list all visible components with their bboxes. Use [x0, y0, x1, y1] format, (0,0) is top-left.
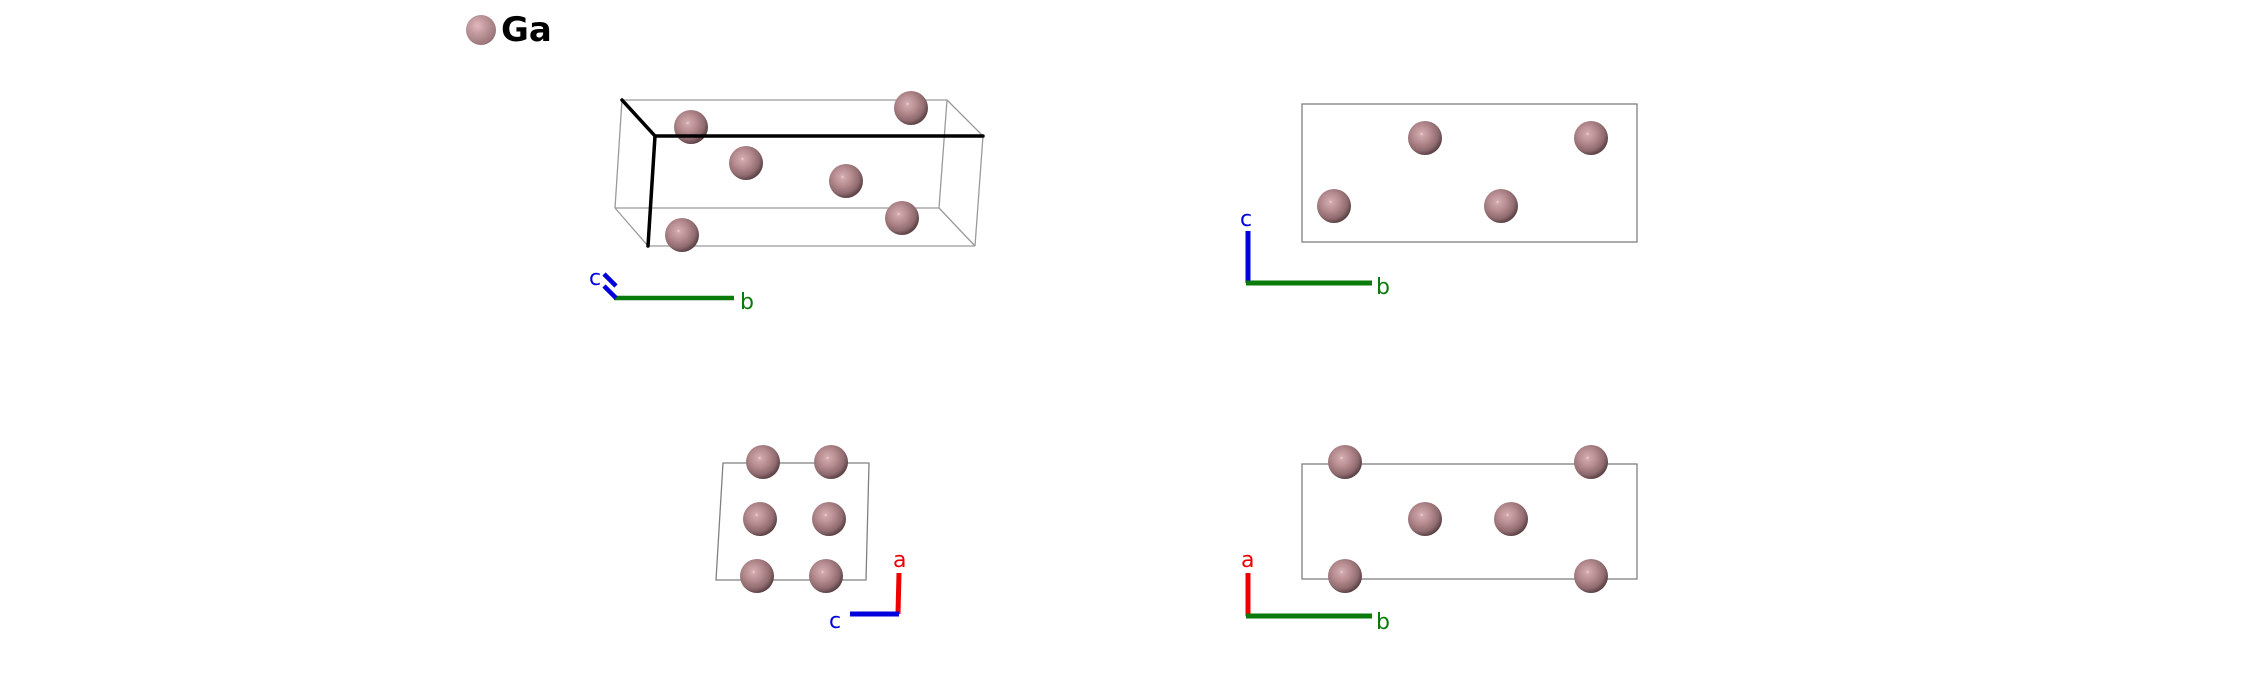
- ga-atom: [1408, 121, 1442, 155]
- ga-atom: [740, 559, 774, 593]
- legend-label-ga: Ga: [501, 10, 552, 50]
- unit-cell-outline: [1301, 103, 1638, 243]
- highlighted-cell-edges: [620, 98, 985, 248]
- axis-indicator: c b: [589, 266, 754, 315]
- cell-edge-highlight-a: [620, 98, 657, 138]
- ga-atom: [1484, 189, 1518, 223]
- ga-atom: [674, 110, 708, 144]
- legend: Ga: [466, 10, 552, 50]
- axis-indicator: a b: [1241, 548, 1390, 635]
- axis-label-a: a: [893, 548, 906, 573]
- ga-atom: [814, 445, 848, 479]
- ga-atom: [729, 146, 763, 180]
- ga-atom: [812, 502, 846, 536]
- cell-edge-highlight-c: [646, 134, 657, 248]
- ga-atom: [885, 201, 919, 235]
- ga-atom: [809, 559, 843, 593]
- unit-cell-box: [614, 99, 984, 247]
- ga-atom: [829, 164, 863, 198]
- cell-edge-connector-bl: [614, 207, 649, 247]
- ga-atom: [1494, 502, 1528, 536]
- ga-atom: [1317, 189, 1351, 223]
- ga-atom: [1408, 502, 1442, 536]
- ga-atom-swatch-icon: [466, 15, 496, 45]
- axis-label-b: b: [1376, 610, 1390, 635]
- axis-label-b: b: [740, 290, 754, 315]
- axis-label-b: b: [1376, 275, 1390, 300]
- axis-label-c: c: [829, 609, 841, 634]
- panel-view-along-c: a b: [1241, 445, 1638, 635]
- cell-edge-back-left: [614, 99, 623, 209]
- ga-atom: [894, 91, 928, 125]
- cell-edge-connector-br: [938, 207, 976, 247]
- axis-label-a: a: [1241, 548, 1254, 573]
- panel-perspective-view: c b: [589, 91, 985, 315]
- atoms: [665, 91, 928, 252]
- atoms: [1317, 121, 1608, 223]
- atoms: [740, 445, 848, 593]
- axis-indicator: c b: [1240, 207, 1390, 300]
- ga-atom: [1328, 559, 1362, 593]
- axis-c-line-2: [602, 284, 618, 300]
- ga-atom: [1328, 445, 1362, 479]
- atoms: [1328, 445, 1608, 593]
- ga-atom: [665, 218, 699, 252]
- unit-cell-outline: [1301, 463, 1638, 580]
- ga-atom: [1574, 121, 1608, 155]
- axis-a-line: [895, 572, 902, 615]
- axis-indicator: a c: [829, 548, 906, 634]
- ga-atom: [1574, 445, 1608, 479]
- panel-view-along-b: a c: [715, 445, 906, 634]
- unit-cell-outline: [715, 462, 870, 581]
- cell-edge-connector-tr: [946, 99, 984, 137]
- cell-edge-front-right: [974, 135, 984, 247]
- ga-atom: [746, 445, 780, 479]
- axis-label-c: c: [1240, 207, 1252, 232]
- axis-label-c: c: [589, 266, 601, 291]
- ga-atom: [1574, 559, 1608, 593]
- cell-edge-back-right: [938, 99, 948, 209]
- panel-view-along-a: c b: [1240, 103, 1638, 300]
- axis-c-line: [602, 272, 618, 288]
- ga-atom: [743, 502, 777, 536]
